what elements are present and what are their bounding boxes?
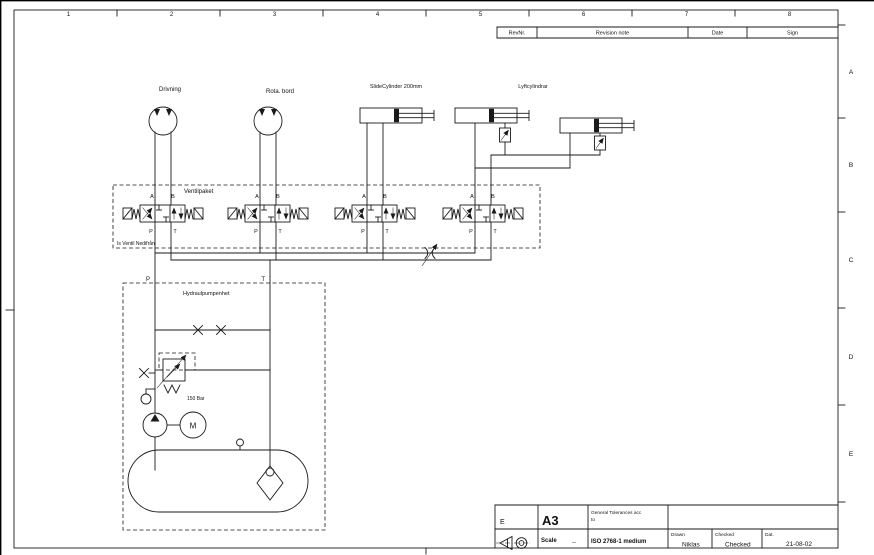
zone-column-label: 4: [376, 12, 380, 18]
pump-unit: Hydraulpumpenhet 150 Bar: [122, 282, 326, 531]
date-label: Dat.: [765, 532, 774, 538]
sheet-frame: 1 2 3 4 5 6 7 8 A B C D E: [5, 9, 854, 555]
tolerance-standard: ISO 2768-1 medium: [591, 539, 646, 545]
revision-sign-header: Sign: [787, 31, 798, 37]
valve-block-outline: [112, 184, 541, 249]
directional-valve-2: [228, 194, 308, 235]
zone-column-label: 2: [170, 12, 174, 18]
zone-column-label: 1: [67, 12, 71, 18]
revision-revnr-header: RevNr.: [509, 31, 526, 37]
directional-valve-3: [335, 194, 415, 235]
zone-letter: E: [500, 519, 505, 526]
date-value: 21-08-02: [786, 541, 812, 548]
electric-motor-symbol: M: [179, 411, 207, 439]
directional-valve-4: [443, 194, 523, 235]
checked-value: Checked: [725, 542, 751, 549]
tolerance-label-line2: to: [591, 517, 595, 523]
motor-letter: M: [190, 422, 197, 431]
zone-column-label: 8: [788, 12, 792, 18]
lift-cylinder-2-symbol: [559, 117, 635, 134]
tolerance-label-line1: General Tolerances acc: [591, 510, 642, 516]
drawn-value: Niklas: [682, 542, 700, 549]
lyftcylindrar-label: Lyftcylindrar: [518, 84, 548, 90]
hydraulic-motor-drivning: [148, 106, 178, 136]
test-coupling-x: [139, 368, 149, 378]
valve-block-note: Is Ventil Nedifrån: [117, 240, 155, 247]
pressure-line-label: P: [146, 277, 150, 283]
revision-date-header: Date: [712, 31, 724, 37]
pressure-gauge: [140, 388, 156, 405]
sheet-format: A3: [542, 513, 559, 528]
zone-row-label: C: [849, 257, 854, 264]
valve-block-title: Ventilpaket: [184, 189, 214, 195]
zone-row-label: E: [849, 451, 854, 458]
throttle-symbol: [424, 246, 429, 260]
revision-note-header: Revision note: [596, 31, 629, 37]
scale-label: Scale: [541, 538, 557, 544]
drawn-label: Drawn: [671, 532, 685, 538]
projection-symbol: [496, 535, 530, 551]
slide-cylinder-symbol: [359, 107, 435, 124]
zone-row-label: B: [849, 162, 853, 169]
slide-cylinder-label: SlideCylinder 200mm: [370, 84, 423, 90]
pump-symbol: [142, 412, 181, 471]
directional-valve-1: [123, 194, 203, 235]
valve-block: Ventilpaket Is Ventil Nedifrån: [112, 184, 541, 249]
relief-pressure-label: 150 Bar: [187, 396, 205, 402]
zone-column-label: 5: [479, 12, 483, 18]
breather: [236, 438, 244, 451]
scale-value: --: [572, 540, 576, 546]
throttle-arrow: [421, 243, 438, 267]
relief-valve: [154, 352, 271, 395]
tank-symbol: [127, 449, 309, 513]
hydraulic-motor-rota-bord: [253, 106, 283, 136]
tank-line-label: T: [261, 277, 265, 283]
title-block: E A3 Scale -- General Tolerances acc to …: [494, 504, 839, 551]
rota-bord-label: Rota. bord: [266, 89, 294, 95]
drivning-label: Drivning: [159, 87, 181, 93]
flow-control-valve-2: [595, 136, 606, 150]
checked-label: Checked: [715, 532, 734, 538]
zone-row-label: A: [849, 69, 854, 76]
pump-unit-outline: [122, 282, 326, 531]
return-filter: [256, 465, 284, 501]
actuators: Drivning Rota. bord SlideCylinder 200mm …: [148, 84, 635, 201]
flow-control-valve-1: [500, 128, 511, 142]
lift-cylinder-1-symbol: [454, 107, 530, 124]
revision-table: RevNr. Revision note Date Sign: [496, 26, 839, 39]
zone-column-label: 6: [582, 12, 586, 18]
zone-column-label: 3: [273, 12, 277, 18]
zone-row-label: D: [849, 354, 854, 361]
actuator-lines: [154, 122, 601, 201]
zone-column-label: 7: [685, 12, 689, 18]
pt-supply-lines: P T: [146, 226, 492, 467]
pump-unit-title: Hydraulpumpenhet: [183, 291, 230, 297]
